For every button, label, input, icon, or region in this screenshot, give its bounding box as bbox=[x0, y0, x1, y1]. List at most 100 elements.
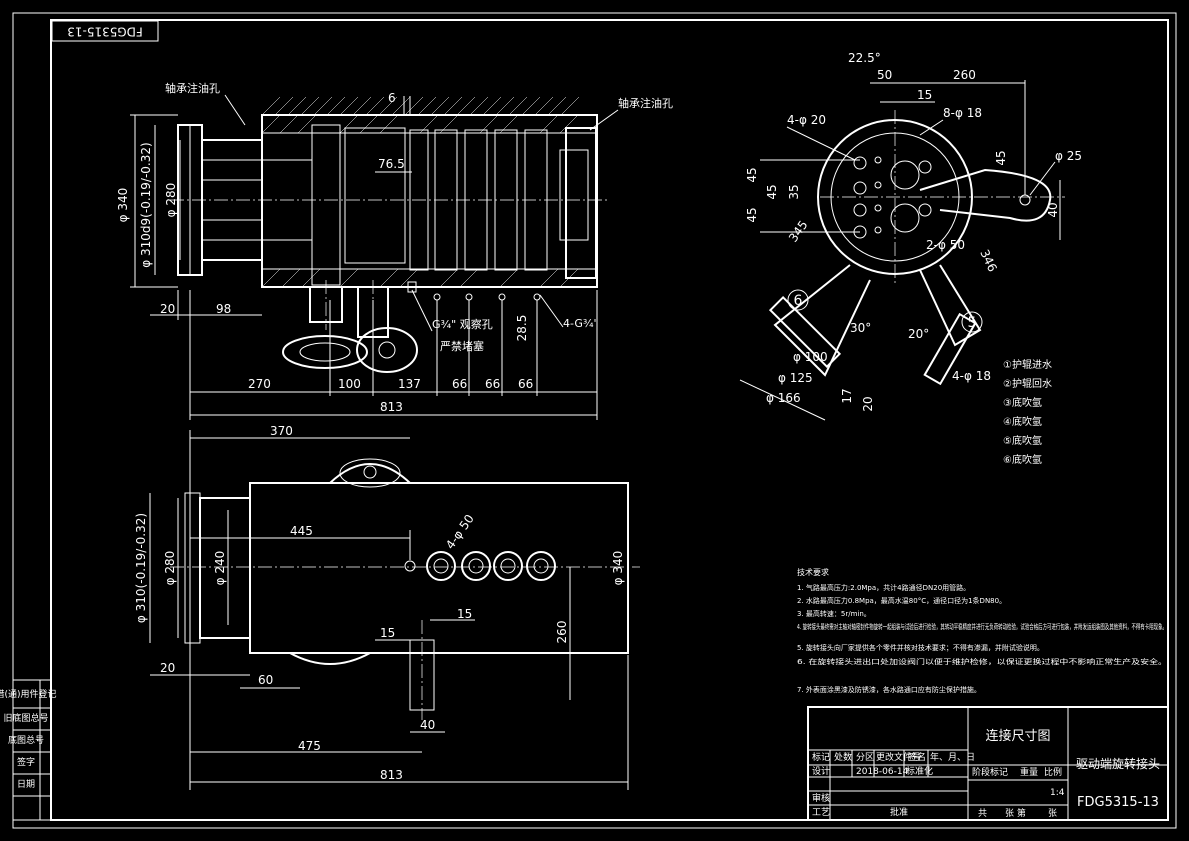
tech-item-2: 2. 水路最高压力0.8Mpa，最高水温80°C，通径口径为1条DN80。 bbox=[797, 596, 1006, 605]
title-block: 连接尺寸图 驱动端旋转接头 FDG5315-13 1:4 标记 处数 分区 更改… bbox=[807, 706, 1169, 821]
stage-scale: 比例 bbox=[1044, 766, 1062, 778]
dim-17: 17 bbox=[840, 388, 854, 403]
side-registration-block: 借(通)用件登记 旧底图总号 底图总号 签字 日期 bbox=[0, 679, 57, 821]
dim-35: 35 bbox=[787, 184, 801, 199]
row-review: 审核 bbox=[812, 792, 830, 804]
dim-76-5: 76.5 bbox=[378, 157, 405, 171]
dim-phi340-front: φ 340 bbox=[116, 188, 130, 223]
dim-66-a: 66 bbox=[452, 377, 467, 391]
dim-45-c: 45 bbox=[745, 207, 759, 222]
port-6: 6 bbox=[794, 293, 803, 309]
dim-phi310-front: φ 310d9(-0.19/-0.32) bbox=[139, 142, 153, 267]
scale-value: 1:4 bbox=[1050, 788, 1065, 798]
sheet-unit: 张 bbox=[1048, 808, 1057, 819]
dim-8phi18: 8-φ 18 bbox=[943, 106, 982, 120]
label-forbid-block: 严禁堵塞 bbox=[440, 339, 484, 353]
front-section-view: 轴承注油孔 轴承注油孔 6 76.5 φ 340 φ 310d9(-0.19/-… bbox=[116, 81, 673, 420]
row-approve: 批准 bbox=[890, 806, 908, 818]
tech-item-6: 6. 在旋转接头进出口处加设阀门以便于维护检修，以保证更换过程中不影响正常生产及… bbox=[797, 657, 1167, 666]
dim-phi340-bottom: φ 340 bbox=[611, 551, 625, 586]
dim-phi280-front: φ 280 bbox=[164, 183, 178, 218]
dim-phi280-bottom: φ 280 bbox=[163, 551, 177, 586]
dim-20deg: 20° bbox=[908, 327, 929, 341]
dim-28-5: 28.5 bbox=[515, 315, 529, 342]
stage-weight: 重量 bbox=[1020, 766, 1038, 778]
legend-item-3: ③底吹氩 bbox=[1003, 396, 1042, 409]
dim-4phi20: 4-φ 20 bbox=[787, 113, 826, 127]
dim-2phi50: 2-φ 50 bbox=[926, 238, 965, 252]
dim-66-b: 66 bbox=[485, 377, 500, 391]
bottom-plan-view: 370 445 4-φ 50 φ 310(-0.19/-0.32) φ 280 … bbox=[134, 424, 640, 790]
drawing-number-stamp: FDG5315-13 bbox=[51, 20, 159, 42]
dim-phi25: φ 25 bbox=[1055, 149, 1082, 163]
dim-345: 345 bbox=[786, 218, 811, 245]
dim-270: 270 bbox=[248, 377, 271, 391]
section-hatching bbox=[261, 96, 598, 288]
stage-mark: 阶段标记 bbox=[972, 766, 1008, 778]
dim-45-a: 45 bbox=[745, 167, 759, 182]
dim-4phi18: 4-φ 18 bbox=[952, 369, 991, 383]
dim-15-b: 15 bbox=[457, 607, 472, 621]
side-item-2: 旧底图总号 bbox=[3, 712, 48, 724]
side-item-5: 日期 bbox=[17, 779, 35, 790]
header-doc: 更改文件号 bbox=[876, 751, 921, 763]
dim-22-5: 22.5° bbox=[848, 51, 881, 65]
sheet-no: 张 第 bbox=[1005, 807, 1026, 819]
dim-30deg: 30° bbox=[850, 321, 871, 335]
legend-item-4: ④底吹氩 bbox=[1003, 415, 1042, 428]
end-view: 22.5° 50 260 15 4-φ 20 8-φ 18 45 45 35 4… bbox=[739, 51, 1082, 421]
dim-137: 137 bbox=[398, 377, 421, 391]
dim-813-front: 813 bbox=[380, 400, 403, 414]
dim-15-end: 15 bbox=[917, 88, 932, 102]
row-date: 2018-06-14 bbox=[856, 767, 909, 777]
drawing-frame bbox=[12, 12, 1177, 829]
header-date: 年、月、日 bbox=[930, 751, 975, 763]
title-drawing-number: FDG5315-13 bbox=[1077, 795, 1159, 810]
sheet-total: 共 bbox=[978, 808, 987, 819]
dim-phi240: φ 240 bbox=[213, 551, 227, 586]
dim-20-front: 20 bbox=[160, 302, 175, 316]
label-g-hole: G¾" 观察孔 bbox=[432, 317, 493, 331]
tech-requirements: 技术要求 1. 气路最高压力:2.0Mpa，共计4路通径DN20用管路。 2. … bbox=[797, 567, 1167, 694]
dim-phi100: φ 100 bbox=[793, 350, 828, 364]
dim-4phi50: 4-φ 50 bbox=[443, 512, 477, 552]
label-left-oil-hole: 轴承注油孔 bbox=[165, 81, 220, 95]
drawing-number-text: FDG5315-13 bbox=[67, 25, 143, 39]
drawing-name: 连接尺寸图 bbox=[985, 728, 1050, 744]
header-mark: 标记 bbox=[812, 751, 830, 763]
side-item-4: 签字 bbox=[17, 756, 35, 768]
port-legend: ①护辊进水 ②护辊回水 ③底吹氩 ④底吹氩 ⑤底吹氩 ⑥底吹氩 bbox=[1003, 358, 1052, 466]
dim-98-front: 98 bbox=[216, 302, 231, 316]
header-zone: 分区 bbox=[856, 752, 874, 763]
dim-370: 370 bbox=[270, 424, 293, 438]
header-sign: 签名 bbox=[908, 751, 926, 763]
tech-item-4: 4. 旋转接头最终需对主轴对轴密封件物旋转一起组装与试验后进行检验，其转动平稳精… bbox=[797, 622, 1167, 631]
dim-phi166: φ 166 bbox=[766, 391, 801, 405]
dim-45-d: 45 bbox=[994, 150, 1008, 165]
dim-50-end: 50 bbox=[877, 68, 892, 82]
legend-item-2: ②护辊回水 bbox=[1003, 377, 1052, 390]
dim-66-c: 66 bbox=[518, 377, 533, 391]
dim-40: 40 bbox=[420, 718, 435, 732]
port-5: 5 bbox=[968, 315, 977, 331]
tech-item-3: 3. 最高转速：5r/min。 bbox=[797, 609, 871, 618]
tech-item-1: 1. 气路最高压力:2.0Mpa，共计4路通径DN20用管路。 bbox=[797, 583, 970, 592]
label-4g: 4-G¾" bbox=[563, 317, 599, 330]
dim-100: 100 bbox=[338, 377, 361, 391]
dim-6: 6 bbox=[388, 91, 396, 105]
dim-260-end: 260 bbox=[953, 68, 976, 82]
side-item-3: 底图总号 bbox=[8, 734, 44, 746]
legend-item-1: ①护辊进水 bbox=[1003, 358, 1052, 371]
side-item-1: 借(通)用件登记 bbox=[0, 688, 57, 700]
row-design: 设计 bbox=[812, 765, 830, 777]
dim-phi125: φ 125 bbox=[778, 371, 813, 385]
dim-45-b: 45 bbox=[765, 184, 779, 199]
dim-445: 445 bbox=[290, 524, 313, 538]
tech-item-5: 5. 旋转接头向厂家提供各个零件并核对技术要求；不得有渗漏，并附试验说明。 bbox=[797, 643, 1044, 652]
dim-260-bottom: 260 bbox=[555, 621, 569, 644]
dim-475: 475 bbox=[298, 739, 321, 753]
dim-phi310-bottom: φ 310(-0.19/-0.32) bbox=[134, 513, 148, 623]
part-name: 驱动端旋转接头 bbox=[1076, 756, 1160, 771]
header-count: 处数 bbox=[834, 751, 852, 763]
